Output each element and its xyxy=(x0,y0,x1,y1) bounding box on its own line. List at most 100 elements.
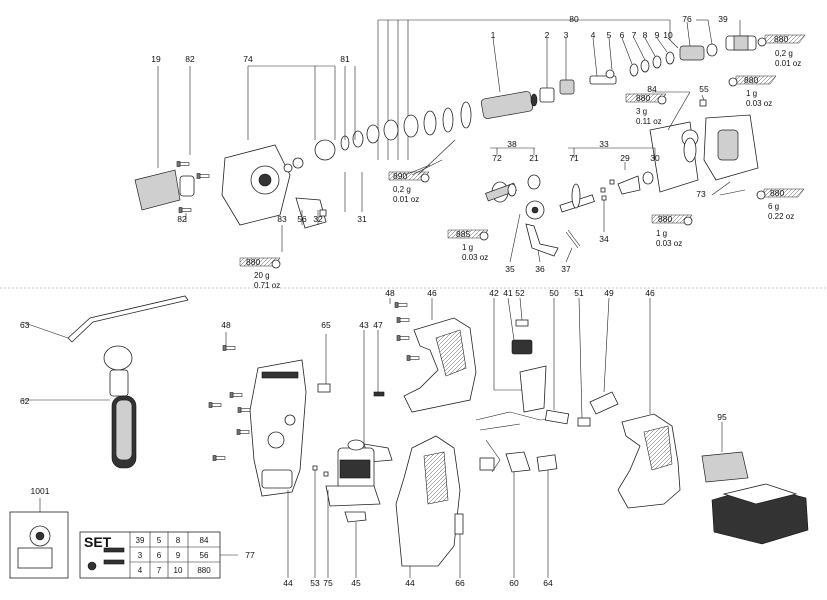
svg-text:3 g: 3 g xyxy=(636,107,647,116)
motor xyxy=(312,439,381,578)
grease-tag-g2: 880 1 g 0.03 oz xyxy=(728,75,777,108)
set-cell: 9 xyxy=(176,551,181,560)
callout-21: 21 xyxy=(529,153,539,163)
grease-tag-g4: 890 0,2 g 0.01 oz xyxy=(388,171,430,204)
gearbox-housing xyxy=(649,91,759,196)
svg-text:0,2 g: 0,2 g xyxy=(393,185,411,194)
housing-half-left xyxy=(208,332,307,578)
callout-84: 84 xyxy=(647,84,657,94)
callout-50: 50 xyxy=(549,288,559,298)
svg-text:20 g: 20 g xyxy=(254,271,270,280)
set-box: SET xyxy=(79,531,238,579)
callout-34: 34 xyxy=(599,234,609,244)
callout-48: 48 xyxy=(221,320,231,330)
svg-text:880: 880 xyxy=(658,214,672,224)
set-cell: 5 xyxy=(157,536,162,545)
callout-47: 47 xyxy=(373,320,383,330)
set-cell: 10 xyxy=(174,566,183,575)
callout-73: 73 xyxy=(696,189,706,199)
callout-48: 48 xyxy=(385,288,395,298)
spindle-assembly xyxy=(340,35,757,151)
callout-38: 38 xyxy=(507,139,517,149)
bracket-80 xyxy=(377,19,671,176)
callout-19: 19 xyxy=(151,54,161,64)
svg-text:0.71 oz: 0.71 oz xyxy=(254,281,280,290)
set-cell: 8 xyxy=(176,536,181,545)
callout-44: 44 xyxy=(405,578,415,588)
callout-76: 76 xyxy=(682,14,692,24)
callout-55: 55 xyxy=(699,84,709,94)
callout-77: 77 xyxy=(245,550,255,560)
callout-2: 2 xyxy=(545,30,550,40)
callout-46: 46 xyxy=(645,288,655,298)
grease-tag-g5: 880 6 g 0.22 oz xyxy=(756,188,805,221)
callout-41: 41 xyxy=(503,288,513,298)
callout-71: 71 xyxy=(569,153,579,163)
grease-tags: 880 0,2 g 0.01 oz 880 1 g 0.03 oz 880 3 … xyxy=(239,34,806,290)
switch-parts xyxy=(363,330,393,463)
callout-53: 53 xyxy=(310,578,320,588)
svg-text:890: 890 xyxy=(393,171,407,181)
callout-72: 72 xyxy=(492,153,502,163)
handle-housing-top xyxy=(389,298,477,413)
callout-8: 8 xyxy=(643,30,648,40)
callout-62: 62 xyxy=(20,396,30,406)
grease-tag-g7: 880 1 g 0.03 oz xyxy=(651,214,693,248)
svg-text:0.01 oz: 0.01 oz xyxy=(775,59,801,68)
callout-64: 64 xyxy=(543,578,553,588)
set-cell: 7 xyxy=(157,566,162,575)
callout-32: 32 xyxy=(313,214,323,224)
svg-text:1 g: 1 g xyxy=(462,243,473,252)
set-cell: 84 xyxy=(200,536,209,545)
callout-74: 74 xyxy=(243,54,253,64)
label-plate-65 xyxy=(317,334,331,393)
svg-text:6 g: 6 g xyxy=(768,202,779,211)
callout-56: 56 xyxy=(297,214,307,224)
callout-1001: 1001 xyxy=(31,486,50,496)
callout-44: 44 xyxy=(283,578,293,588)
side-handle xyxy=(22,345,137,469)
callout-9: 9 xyxy=(655,30,660,40)
callout-49: 49 xyxy=(604,288,614,298)
callout-6: 6 xyxy=(620,30,625,40)
set-cell: 6 xyxy=(157,551,162,560)
electronics-group xyxy=(475,297,591,578)
chuck-group xyxy=(134,65,363,252)
grease-tag-g8: 880 20 g 0.71 oz xyxy=(239,257,281,290)
callout-75: 75 xyxy=(323,578,333,588)
callout-1: 1 xyxy=(491,30,496,40)
svg-text:880: 880 xyxy=(636,93,650,103)
callout-5: 5 xyxy=(607,30,612,40)
callout-82: 82 xyxy=(177,214,187,224)
leaders-top xyxy=(492,19,741,93)
set-cell: 3 xyxy=(138,551,143,560)
callout-42: 42 xyxy=(489,288,499,298)
key-box-1001 xyxy=(9,498,69,579)
svg-text:880: 880 xyxy=(246,257,260,267)
svg-text:1 g: 1 g xyxy=(656,229,667,238)
depth-stop-rod xyxy=(21,295,189,343)
callout-36: 36 xyxy=(535,264,545,274)
callout-39: 39 xyxy=(718,14,728,24)
callout-63: 63 xyxy=(20,320,30,330)
callout-3: 3 xyxy=(564,30,569,40)
svg-text:0.03 oz: 0.03 oz xyxy=(746,99,772,108)
callout-31: 31 xyxy=(357,214,367,224)
callout-4: 4 xyxy=(591,30,596,40)
callout-43: 43 xyxy=(359,320,369,330)
callout-33: 33 xyxy=(599,139,609,149)
callout-82: 82 xyxy=(185,54,195,64)
grease-tag-g1: 880 0,2 g 0.01 oz xyxy=(757,34,806,68)
callout-10: 10 xyxy=(663,30,673,40)
svg-text:880: 880 xyxy=(770,188,784,198)
callout-66: 66 xyxy=(455,578,465,588)
callout-46: 46 xyxy=(427,288,437,298)
grease-tag-g6: 885 1 g 0.03 oz xyxy=(447,229,489,262)
set-title: SET xyxy=(84,534,112,550)
svg-text:0.22 oz: 0.22 oz xyxy=(768,212,794,221)
callout-81: 81 xyxy=(340,54,350,64)
callout-65: 65 xyxy=(321,320,331,330)
callout-45: 45 xyxy=(351,578,361,588)
